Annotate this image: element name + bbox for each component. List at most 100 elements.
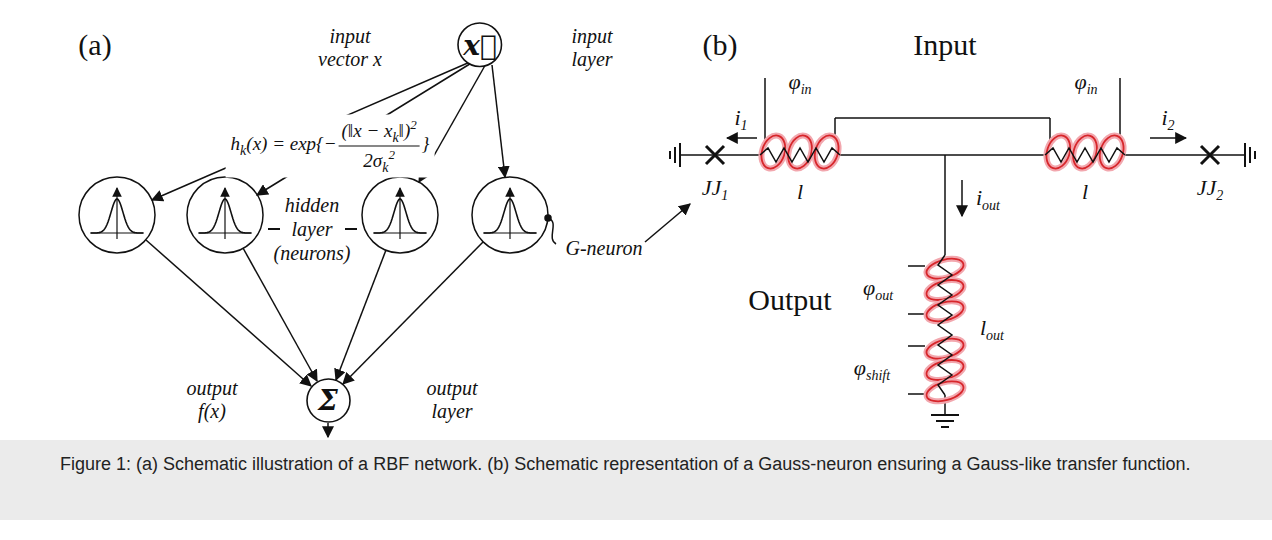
flux-label: out (875, 288, 893, 303)
flux-label: φ (854, 355, 866, 380)
formula-part: (x) = exp{− (246, 133, 336, 154)
panel-letter-box: (b) (703, 28, 738, 63)
formula-part: } (422, 133, 430, 154)
axis (509, 188, 510, 239)
output-arrow (327, 423, 329, 437)
fraction: (‖x − xk‖)22σk2 (339, 117, 420, 176)
axis (224, 188, 225, 239)
junction-label-box: JJ2 (1197, 175, 1224, 204)
flux-label: in (1087, 82, 1098, 97)
inductor (760, 148, 840, 162)
neuron-circle (79, 177, 155, 253)
sum-node: Σ (306, 378, 351, 423)
inductance-label-box: l (1082, 179, 1088, 204)
layer-label: hidden (285, 194, 339, 216)
junction-label: JJ (1197, 175, 1217, 200)
layer-label-box: output f(x) (175, 377, 250, 423)
inductance-label-box: lout (980, 315, 1004, 344)
current-label: 1 (741, 118, 748, 133)
wire (1125, 154, 1245, 156)
flux-coil (811, 132, 843, 171)
gauss-curve (199, 199, 251, 233)
formula-part: 2 (410, 117, 417, 132)
section-title-box: Input (913, 28, 976, 63)
junction-label: JJ (702, 175, 722, 200)
inductance-label: l (1082, 179, 1088, 204)
current-label: i (1161, 105, 1167, 130)
layer-label-box: (neurons) (273, 242, 350, 265)
flux-coil (1042, 132, 1074, 171)
layer-label: input layer (571, 25, 612, 70)
flux-coil (1096, 132, 1128, 171)
flux-coil (1096, 132, 1128, 171)
section-title-box: Output (748, 283, 831, 318)
inductor (938, 255, 952, 395)
flux-lead (908, 346, 925, 394)
numerator: (‖x − xk‖)2 (339, 117, 420, 146)
junction-label: 2 (1216, 188, 1223, 203)
layer-label-box: output layer (415, 377, 490, 423)
panel-letter-box: (a) (78, 28, 111, 63)
flux-label-box: φin (788, 69, 811, 98)
junction-label: 1 (721, 188, 728, 203)
caption-band (0, 440, 1272, 520)
current-label-box: i1 (734, 105, 747, 134)
flux-coil (1069, 132, 1101, 171)
layer-label: input vector x (318, 25, 382, 70)
flux-label-box: φshift (854, 355, 890, 384)
formula-part: k (240, 143, 246, 158)
layer-label-box: hidden (285, 194, 339, 217)
flux-label: shift (866, 368, 890, 383)
layer-label-box: input layer (557, 25, 627, 71)
panel-letter: (a) (78, 28, 111, 61)
flux-coil (1042, 132, 1074, 171)
output-link (336, 250, 386, 380)
current-label: i (734, 105, 740, 130)
current-label: out (982, 198, 1000, 213)
ground-symbol (1245, 143, 1255, 167)
wire (680, 154, 760, 156)
section-title: Input (913, 28, 976, 61)
node-symbol: Σ (318, 384, 338, 417)
neuron-circle (187, 177, 263, 253)
formula-part: k (382, 160, 388, 175)
inductance-label: l (980, 315, 986, 340)
pointer-curve (548, 218, 556, 244)
flux-label-box: φout (863, 275, 893, 304)
node-text-box: Σ (318, 384, 338, 417)
flux-lead (908, 266, 925, 314)
ground-symbol (670, 143, 680, 167)
denominator: 2σk2 (339, 146, 420, 176)
neuron-label: G-neuron (565, 237, 642, 259)
flux-coil (784, 132, 816, 171)
inductance-label: out (986, 328, 1004, 343)
formula-part: k (392, 130, 398, 145)
layer-label: output f(x) (186, 377, 237, 422)
ground-symbol (931, 415, 959, 427)
inductance-label-box: l (797, 179, 803, 204)
panel-letter: (b) (703, 28, 738, 61)
formula-part: (‖x − x (342, 120, 393, 141)
flux-label: φ (1074, 69, 1086, 94)
flux-lead (835, 117, 1050, 119)
node-symbol: x⃗ (463, 29, 497, 62)
neuron-label-box: G-neuron (565, 237, 642, 260)
output-link (343, 242, 483, 384)
layer-label-box: input vector x (303, 25, 398, 71)
flux-lead (1119, 78, 1121, 140)
flux-coil (924, 378, 965, 405)
current-label: i (976, 185, 982, 210)
flux-coil (924, 378, 965, 405)
current-arrow (1150, 137, 1186, 139)
axis (399, 188, 400, 239)
pointer-arrow (645, 204, 690, 242)
axis (116, 188, 117, 239)
flux-coil (757, 132, 789, 171)
josephson-junction (706, 146, 724, 164)
formula-part: ‖) (399, 120, 411, 141)
current-arrow (727, 137, 757, 139)
flux-coil (784, 132, 816, 171)
neuron-circle (472, 177, 548, 253)
josephson-junction (1201, 146, 1219, 164)
current-label: 2 (1168, 118, 1175, 133)
